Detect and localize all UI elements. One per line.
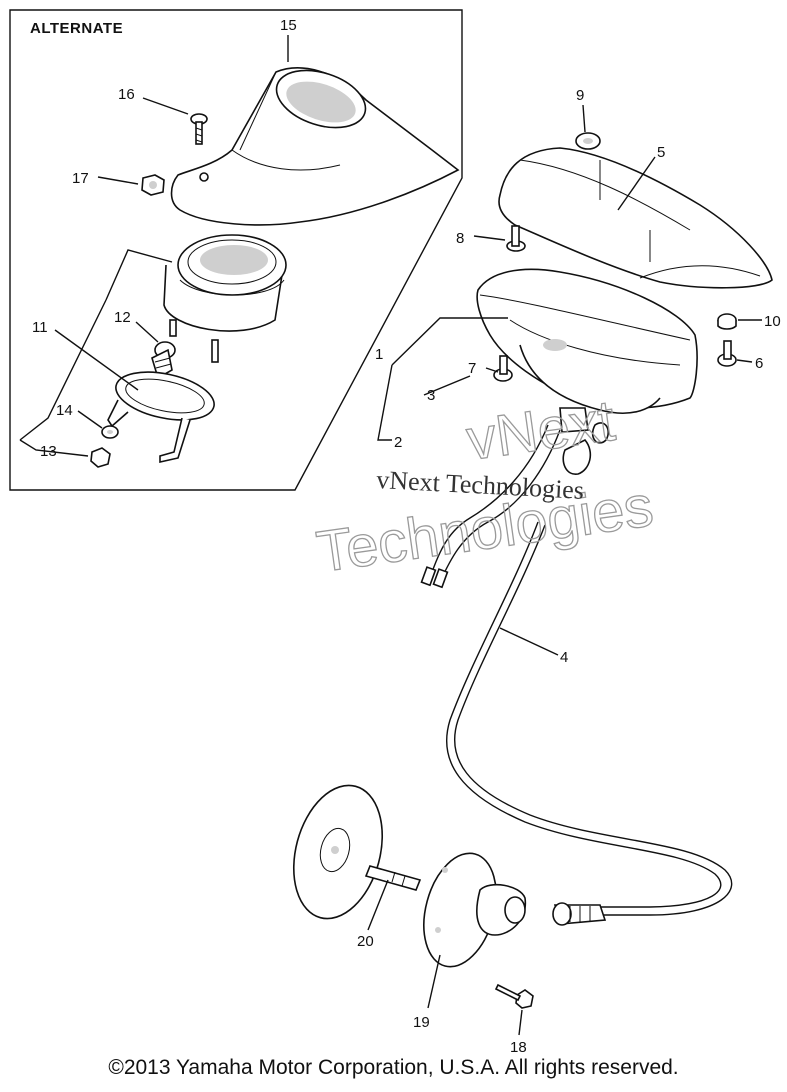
screw-part-16 <box>190 113 208 145</box>
gear-unit-part-19 <box>423 852 526 968</box>
callout-1: 1 <box>375 346 383 363</box>
mounting-ring-part-11 <box>107 371 215 463</box>
callout-15: 15 <box>280 17 297 34</box>
speedometer-cable-part-4 <box>445 521 733 926</box>
callout-16: 16 <box>118 86 135 103</box>
nut-part-17 <box>141 174 165 196</box>
callout-6: 6 <box>755 355 763 372</box>
inset-header: ALTERNATE <box>30 20 123 37</box>
grommet-part-9 <box>575 132 601 150</box>
washer-part-14 <box>101 425 119 439</box>
callout-4: 4 <box>560 649 568 666</box>
screw-part-7 <box>493 355 513 382</box>
callout-11: 11 <box>32 319 48 336</box>
callout-14: 14 <box>56 402 73 419</box>
main-leaders <box>367 104 762 1036</box>
meter-cover-part-5 <box>498 147 773 289</box>
inset-leaders <box>19 35 289 457</box>
callout-20: 20 <box>357 933 374 950</box>
callout-9: 9 <box>576 87 584 104</box>
meter-housing-part-1 <box>476 268 698 414</box>
gauge-meter <box>163 234 287 363</box>
callout-7: 7 <box>468 360 476 377</box>
callout-5: 5 <box>657 144 665 161</box>
watermark: vNext Technologies vNext Technologies <box>312 387 658 585</box>
callout-12: 12 <box>114 309 131 326</box>
inset-callouts: 15 16 17 12 11 14 13 <box>32 17 297 460</box>
wiring-harness <box>420 407 610 589</box>
bolt-part-18 <box>494 983 534 1009</box>
nut-part-13 <box>90 447 111 468</box>
callout-3: 3 <box>427 387 435 404</box>
alternate-inset: ALTERNATE <box>9 9 463 491</box>
callout-18: 18 <box>510 1039 527 1056</box>
bulb-socket-part-12 <box>151 341 176 380</box>
brake-disc <box>292 784 384 920</box>
watermark-outline-line1: vNext <box>463 388 619 473</box>
callout-8: 8 <box>456 230 464 247</box>
drive-shaft-part-20 <box>364 865 422 891</box>
callout-13: 13 <box>40 443 57 460</box>
visor-cone-part-15 <box>170 67 460 226</box>
callout-2: 2 <box>394 434 402 451</box>
callout-10: 10 <box>764 313 781 330</box>
grommet-part-10 <box>717 313 737 330</box>
copyright-footer: ©2013 Yamaha Motor Corporation, U.S.A. A… <box>108 1056 679 1079</box>
main-callouts: 9 5 8 10 6 7 1 3 2 4 20 19 18 <box>357 87 781 1056</box>
watermark-serif: vNext Technologies <box>376 465 585 505</box>
callout-17: 17 <box>72 170 89 187</box>
callout-19: 19 <box>413 1014 430 1031</box>
screw-part-6 <box>717 340 737 367</box>
screw-part-8 <box>506 225 526 252</box>
